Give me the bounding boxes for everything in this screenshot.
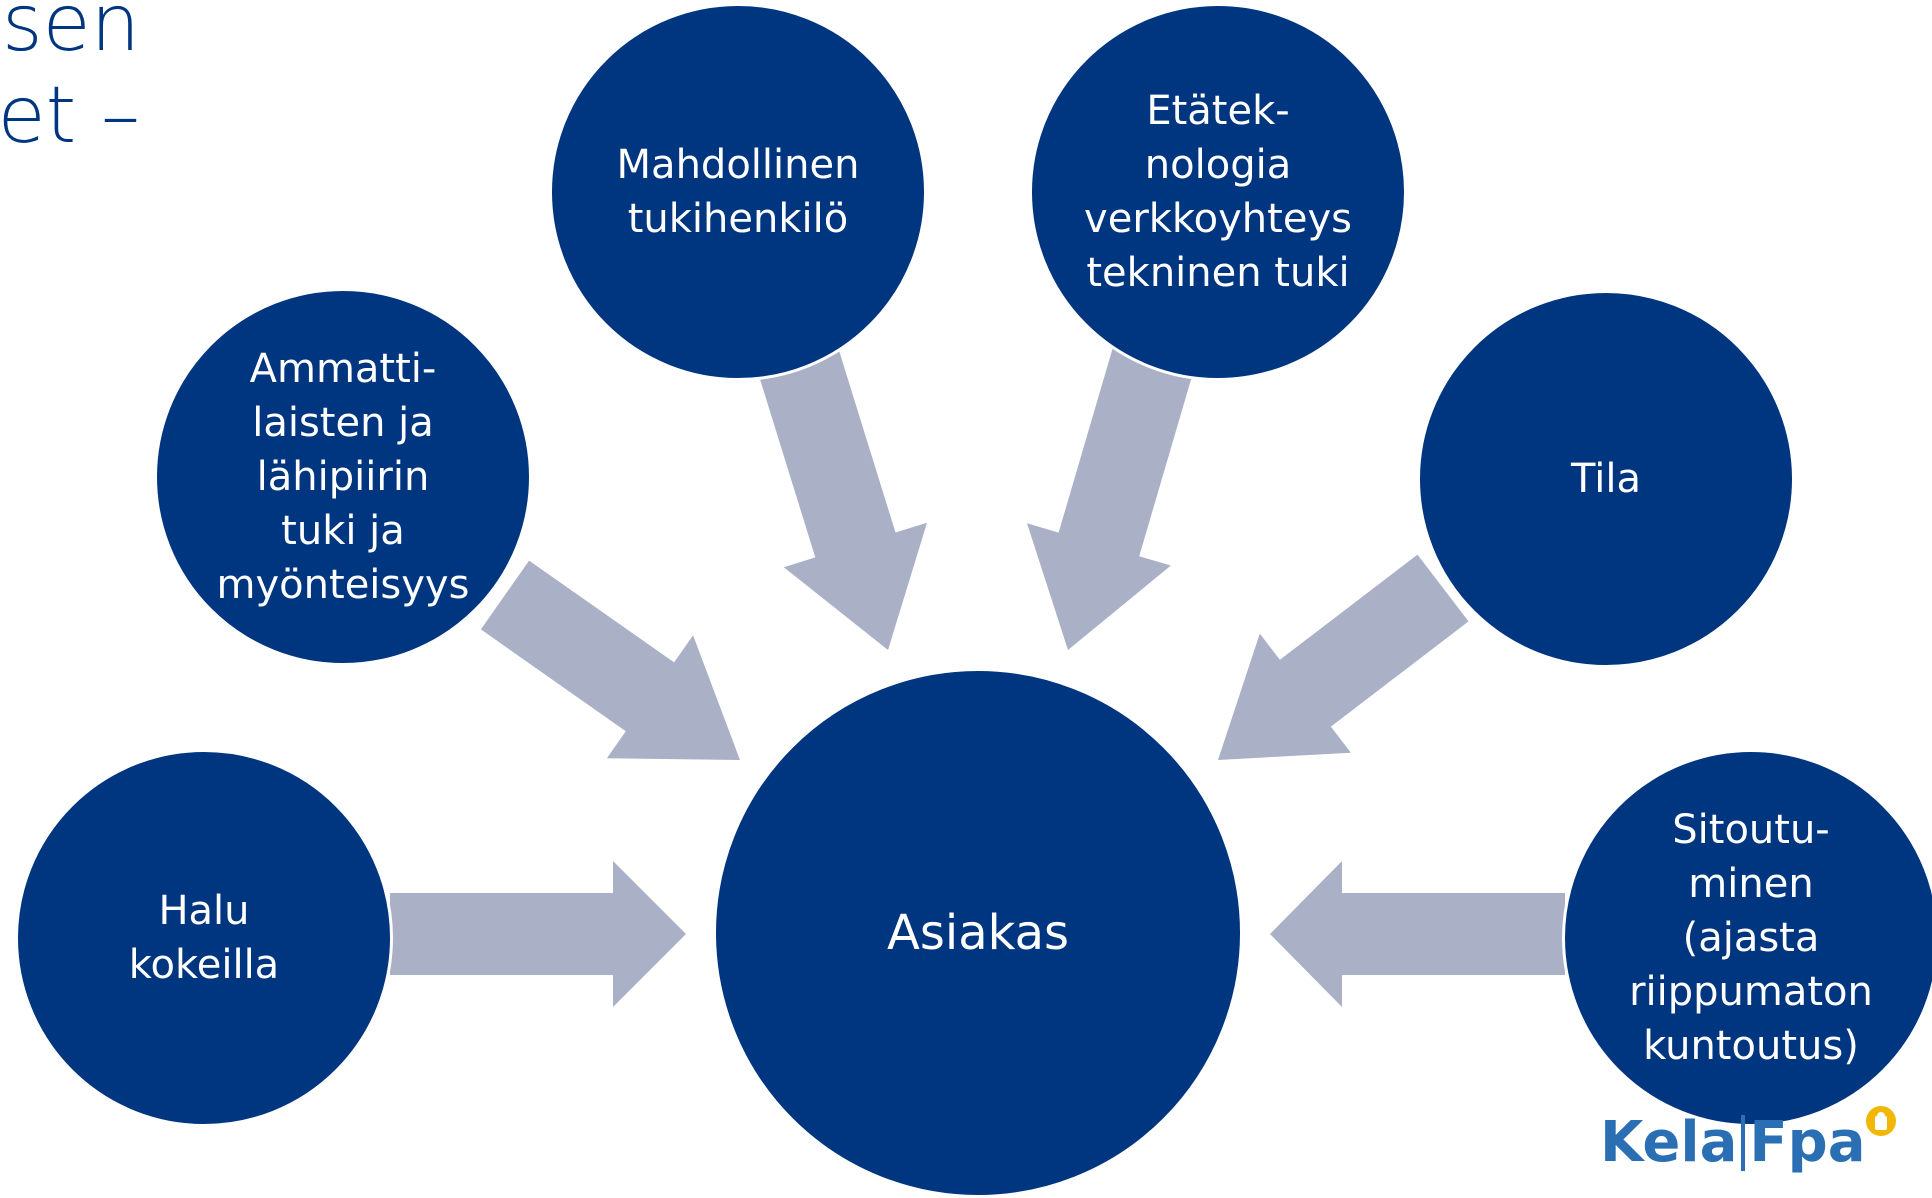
node-etateknologia: Etätek- nologia verkkoyhteys tekninen tu… [1029,3,1407,381]
tukihenkilo-label: Mahdollinen tukihenkilö [616,142,860,242]
tila-label: Tila [1571,456,1641,502]
arrow-tila [1218,554,1469,760]
logo-sun-icon [1865,1106,1896,1136]
ammattilaisten-tuki-label: Ammatti- laisten ja lähipiirin tuki ja m… [216,346,470,608]
logo-right-text: Fpa [1749,1110,1866,1175]
arrow-ammattilaisten-tuki [480,560,740,760]
arrow-halu [390,861,686,1007]
etateknologia-label: Etätek- nologia verkkoyhteys tekninen tu… [1084,88,1352,296]
logo-divider [1741,1115,1746,1171]
arrow-tukihenkilo [757,347,927,650]
node-halu-kokeilla: Halu kokeilla [15,749,393,1127]
node-sitoutuminen: Sitoutu- minen (ajasta riippumaton kunto… [1562,749,1932,1127]
node-asiakas: Asiakas [713,668,1243,1198]
node-tukihenkilo: Mahdollinen tukihenkilö [549,3,927,381]
title-line-2: et – [0,71,140,161]
arrow-sitoutuminen [1270,861,1565,1007]
sitoutuminen-label: Sitoutu- minen (ajasta riippumaton kunto… [1629,807,1873,1069]
node-ammattilaisten-tuki: Ammatti- laisten ja lähipiirin tuki ja m… [154,288,532,666]
logo-left-text: Kela [1600,1110,1738,1175]
node-tila: Tila [1417,290,1795,668]
halu-kokeilla-label: Halu kokeilla [128,888,280,988]
arrow-etateknologia [1027,348,1194,650]
kela-fpa-logo: Kela Fpa [1600,1106,1896,1178]
title-line-1: sen [1,0,140,69]
slide-title-fragment: sen et – [0,0,140,162]
asiakas-label: Asiakas [887,905,1069,961]
